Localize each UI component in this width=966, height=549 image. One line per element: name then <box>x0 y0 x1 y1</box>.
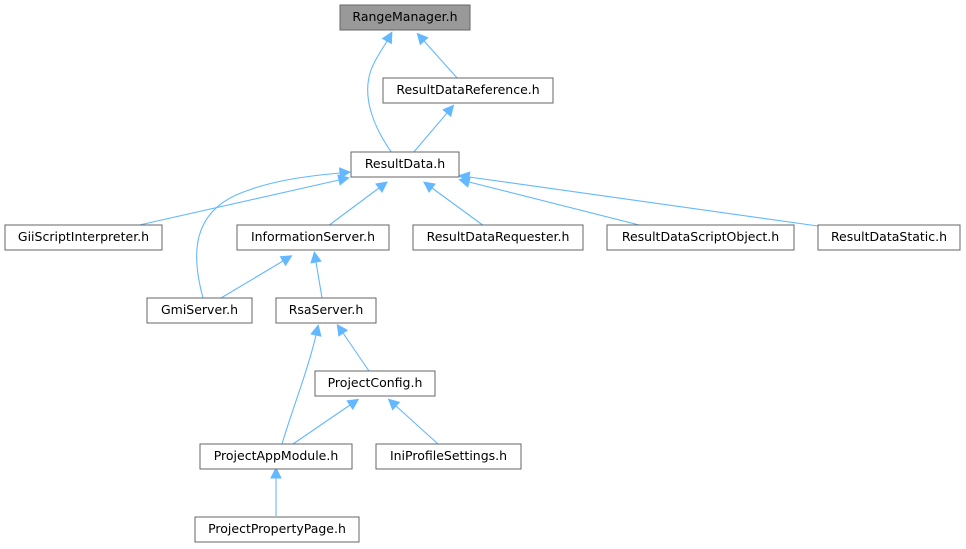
node-label: ResultDataStatic.h <box>831 229 947 244</box>
edges <box>134 41 819 516</box>
node-label: RangeManager.h <box>352 9 457 24</box>
node-rsa-server[interactable]: RsaServer.h <box>275 297 377 324</box>
edge-result-data-script-object-to-result-data <box>469 182 644 227</box>
node-project-property-page[interactable]: ProjectPropertyPage.h <box>194 516 360 543</box>
node-ini-profile-settings[interactable]: IniProfileSettings.h <box>375 443 522 470</box>
edge-project-config-to-rsa-server <box>343 333 370 372</box>
node-result-data-requester[interactable]: ResultDataRequester.h <box>412 224 584 251</box>
edge-result-data-to-result-data-reference <box>412 113 447 154</box>
node-label: ProjectPropertyPage.h <box>208 521 346 536</box>
node-result-data[interactable]: ResultData.h <box>350 151 460 178</box>
node-gmi-server[interactable]: GmiServer.h <box>146 297 253 324</box>
node-label: ProjectConfig.h <box>328 375 423 390</box>
node-result-data-reference[interactable]: ResultDataReference.h <box>382 77 554 104</box>
node-label: ProjectAppModule.h <box>214 448 339 463</box>
node-project-app-module[interactable]: ProjectAppModule.h <box>199 443 353 470</box>
node-label: RsaServer.h <box>289 302 364 317</box>
edge-ini-profile-settings-to-project-config <box>396 406 439 445</box>
node-information-server[interactable]: InformationServer.h <box>236 224 390 251</box>
node-label: InformationServer.h <box>251 229 375 244</box>
node-label: ResultDataRequester.h <box>427 229 570 244</box>
edge-project-app-module-to-project-config <box>292 405 350 445</box>
node-label: ResultData.h <box>365 156 445 171</box>
edge-result-data-reference-to-range-manager <box>424 41 459 80</box>
edge-rsa-server-to-information-server <box>316 262 323 299</box>
edge-information-server-to-result-data <box>327 188 379 227</box>
node-label: ResultDataScriptObject.h <box>622 229 779 244</box>
edge-gmi-server-to-information-server <box>220 261 283 299</box>
edge-gmi-server-to-result-data <box>196 173 340 299</box>
node-label: ResultDataReference.h <box>396 82 539 97</box>
node-project-config[interactable]: ProjectConfig.h <box>314 370 436 397</box>
edge-gii-script-interpreter-to-result-data <box>134 180 339 227</box>
edge-result-data-requester-to-result-data <box>432 188 485 227</box>
node-result-data-static[interactable]: ResultDataStatic.h <box>817 224 961 251</box>
node-label: GmiServer.h <box>161 302 238 317</box>
node-label: GiiScriptInterpreter.h <box>18 229 149 244</box>
node-range-manager[interactable]: RangeManager.h <box>339 4 471 31</box>
node-result-data-script-object[interactable]: ResultDataScriptObject.h <box>606 224 795 251</box>
node-label: IniProfileSettings.h <box>390 448 507 463</box>
node-gii-script-interpreter[interactable]: GiiScriptInterpreter.h <box>4 224 163 251</box>
edge-result-data-static-to-result-data <box>469 177 819 227</box>
edge-result-data-to-range-manager <box>367 41 393 154</box>
edge-project-app-module-to-rsa-server <box>281 335 316 445</box>
